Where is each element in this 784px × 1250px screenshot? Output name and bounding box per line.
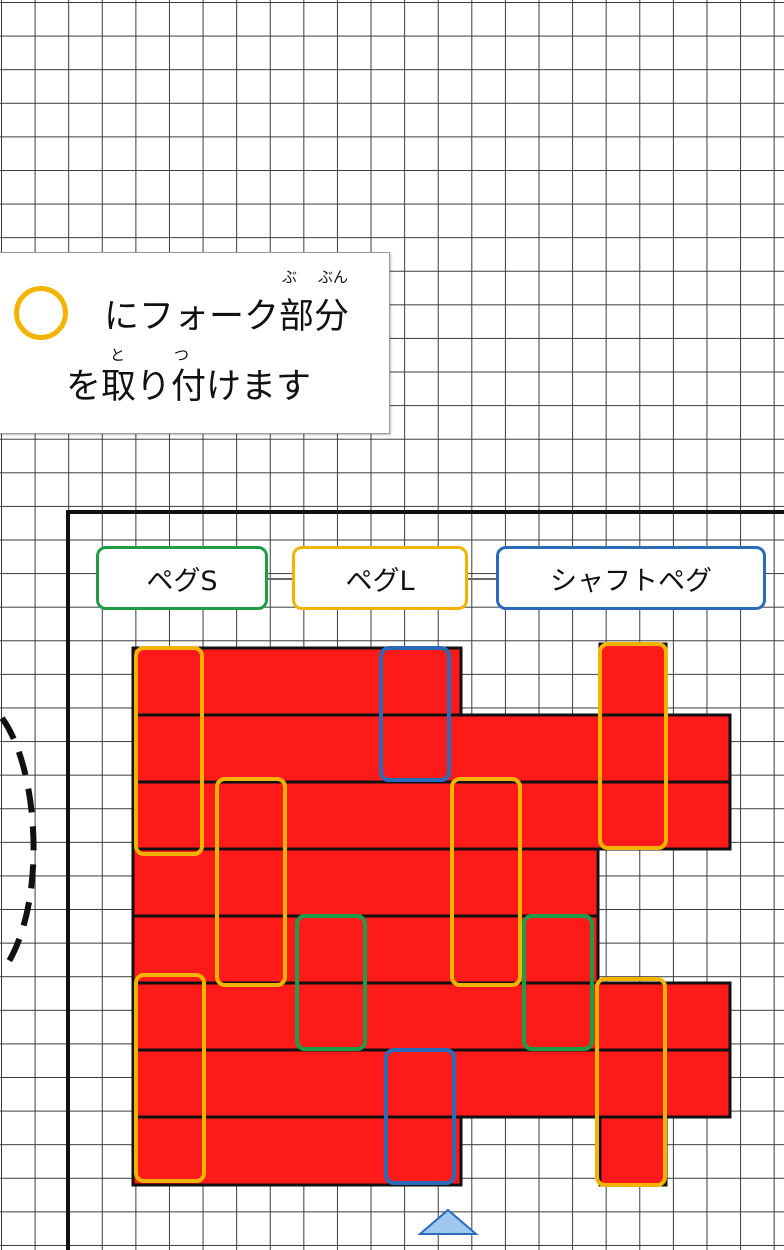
ruby-bun: ぶん [318, 268, 349, 286]
legend-peg-l: ペグL [292, 546, 468, 610]
blue-triangle-marker [417, 1208, 479, 1235]
peg-l-marker [134, 646, 204, 856]
peg-l-marker [598, 642, 668, 850]
peg-l-marker [450, 777, 522, 987]
beam-row-8 [131, 1115, 463, 1187]
instruction-line-1: にフォーク部分 [104, 297, 350, 337]
instruction-note [0, 252, 390, 434]
instruction-line-2: を取り付けます [66, 367, 312, 407]
peg-s-marker [522, 914, 594, 1051]
yellow-circle-icon [14, 286, 68, 340]
peg-l-marker [595, 977, 667, 1187]
peg-l-marker [134, 973, 206, 1183]
peg-l-marker [215, 777, 287, 987]
ruby-bu: ぶ [282, 268, 298, 286]
shaft-peg-marker [379, 646, 451, 782]
legend-shaft-peg: シャフトペグ [496, 546, 766, 610]
beam-row-1 [131, 646, 463, 717]
beam-row-4 [131, 847, 600, 918]
beam-row-2 [131, 713, 732, 784]
build-plate-outline [66, 510, 784, 1250]
beam-row-6 [131, 981, 732, 1052]
beam-row-1-right [598, 642, 668, 717]
peg-s-marker [295, 914, 367, 1051]
beam-row-8-right [598, 1115, 668, 1187]
beam-row-7 [131, 1048, 732, 1119]
dashed-arc [0, 716, 37, 974]
beam-row-3 [131, 780, 732, 851]
ruby-to: と [110, 346, 126, 364]
legend-peg-s: ペグS [96, 546, 268, 610]
ruby-tsu: つ [174, 346, 190, 364]
shaft-peg-marker [384, 1048, 456, 1185]
